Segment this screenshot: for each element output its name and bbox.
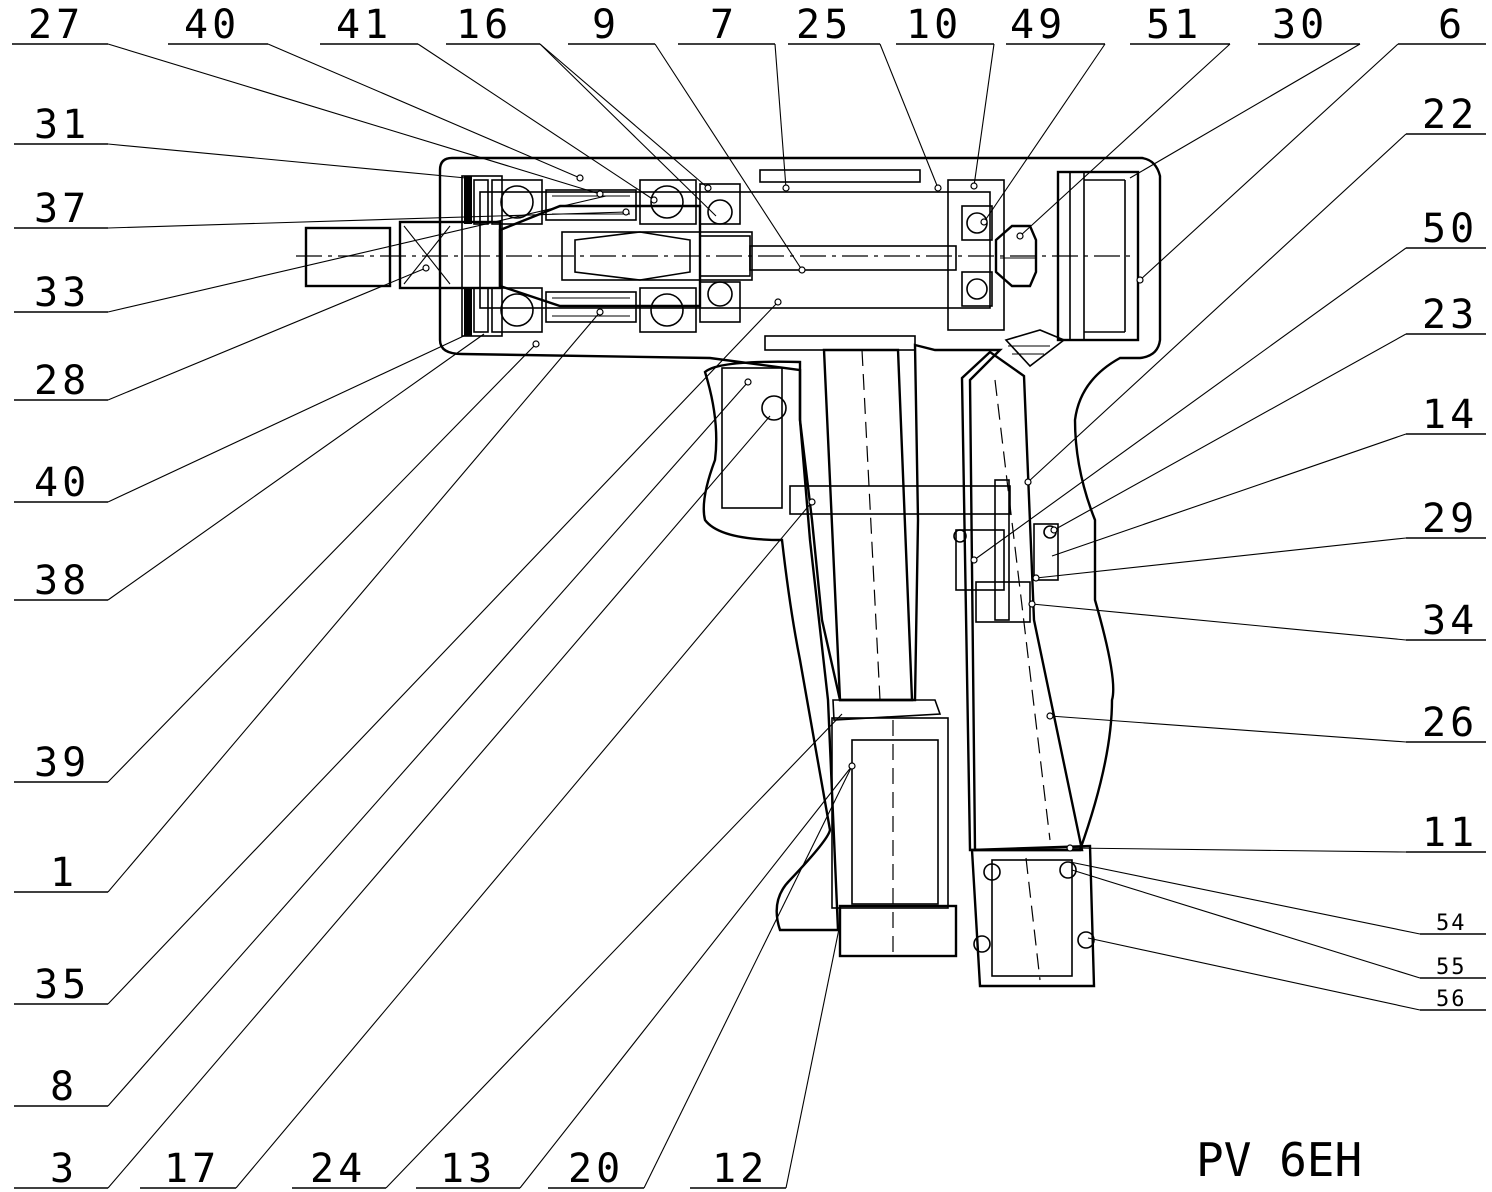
callout-left-7: 1 (50, 850, 78, 896)
callout-right-6: 26 (1422, 700, 1478, 746)
callout-left-10: 3 (50, 1146, 78, 1192)
callouts-left: 31 37 33 28 40 38 39 1 35 8 3 (34, 102, 90, 1192)
leader-lines (12, 43, 1486, 1189)
callout-right-2: 23 (1422, 292, 1478, 338)
callout-top-9: 51 (1146, 2, 1202, 48)
callout-top-6: 25 (796, 2, 852, 48)
callout-top-0: 27 (28, 2, 84, 48)
callout-top-10: 30 (1272, 2, 1328, 48)
callout-right-small-0: 54 (1436, 911, 1467, 936)
callout-right-7: 11 (1422, 810, 1478, 856)
model-label: PV 6EH (1196, 1133, 1362, 1187)
callout-bottom-3: 20 (568, 1146, 624, 1192)
callouts-top: 27 40 41 16 9 7 25 10 49 51 30 6 (28, 2, 1466, 48)
callout-bottom-4: 12 (712, 1146, 768, 1192)
housing-head (438, 156, 1162, 852)
callout-left-4: 40 (34, 460, 90, 506)
callout-right-3: 14 (1422, 392, 1478, 438)
callout-left-3: 28 (34, 358, 90, 404)
handle-internals (721, 329, 1096, 988)
callout-right-4: 29 (1422, 496, 1478, 542)
callout-bottom-1: 24 (310, 1146, 366, 1192)
callout-left-1: 37 (34, 186, 90, 232)
callout-left-5: 38 (34, 558, 90, 604)
callout-top-5: 7 (710, 2, 738, 48)
callout-left-6: 39 (34, 740, 90, 786)
callout-right-5: 34 (1422, 598, 1478, 644)
grip (702, 360, 840, 932)
callout-left-0: 31 (34, 102, 90, 148)
callout-right-1: 50 (1422, 206, 1478, 252)
callout-top-3: 16 (456, 2, 512, 48)
callout-top-1: 40 (184, 2, 240, 48)
callout-top-7: 10 (906, 2, 962, 48)
callout-top-4: 9 (592, 2, 620, 48)
callout-left-9: 8 (50, 1064, 78, 1110)
callout-bottom-0: 17 (164, 1146, 220, 1192)
callout-top-2: 41 (336, 2, 392, 48)
callout-left-2: 33 (34, 270, 90, 316)
callouts-bottom: 17 24 13 20 12 (164, 1146, 768, 1192)
callouts-right: 22 50 23 14 29 34 26 11 54 55 56 (1422, 92, 1478, 1012)
callout-left-8: 35 (34, 962, 90, 1008)
tool-body (438, 156, 1162, 932)
leader-dots (422, 174, 1144, 852)
callout-bottom-2: 13 (440, 1146, 496, 1192)
callout-top-11: 6 (1438, 2, 1466, 48)
callout-right-small-1: 55 (1436, 955, 1467, 980)
callout-right-0: 22 (1422, 92, 1478, 138)
callout-right-small-2: 56 (1436, 987, 1467, 1012)
spindle-assembly (296, 176, 1130, 336)
callout-top-8: 49 (1010, 2, 1066, 48)
